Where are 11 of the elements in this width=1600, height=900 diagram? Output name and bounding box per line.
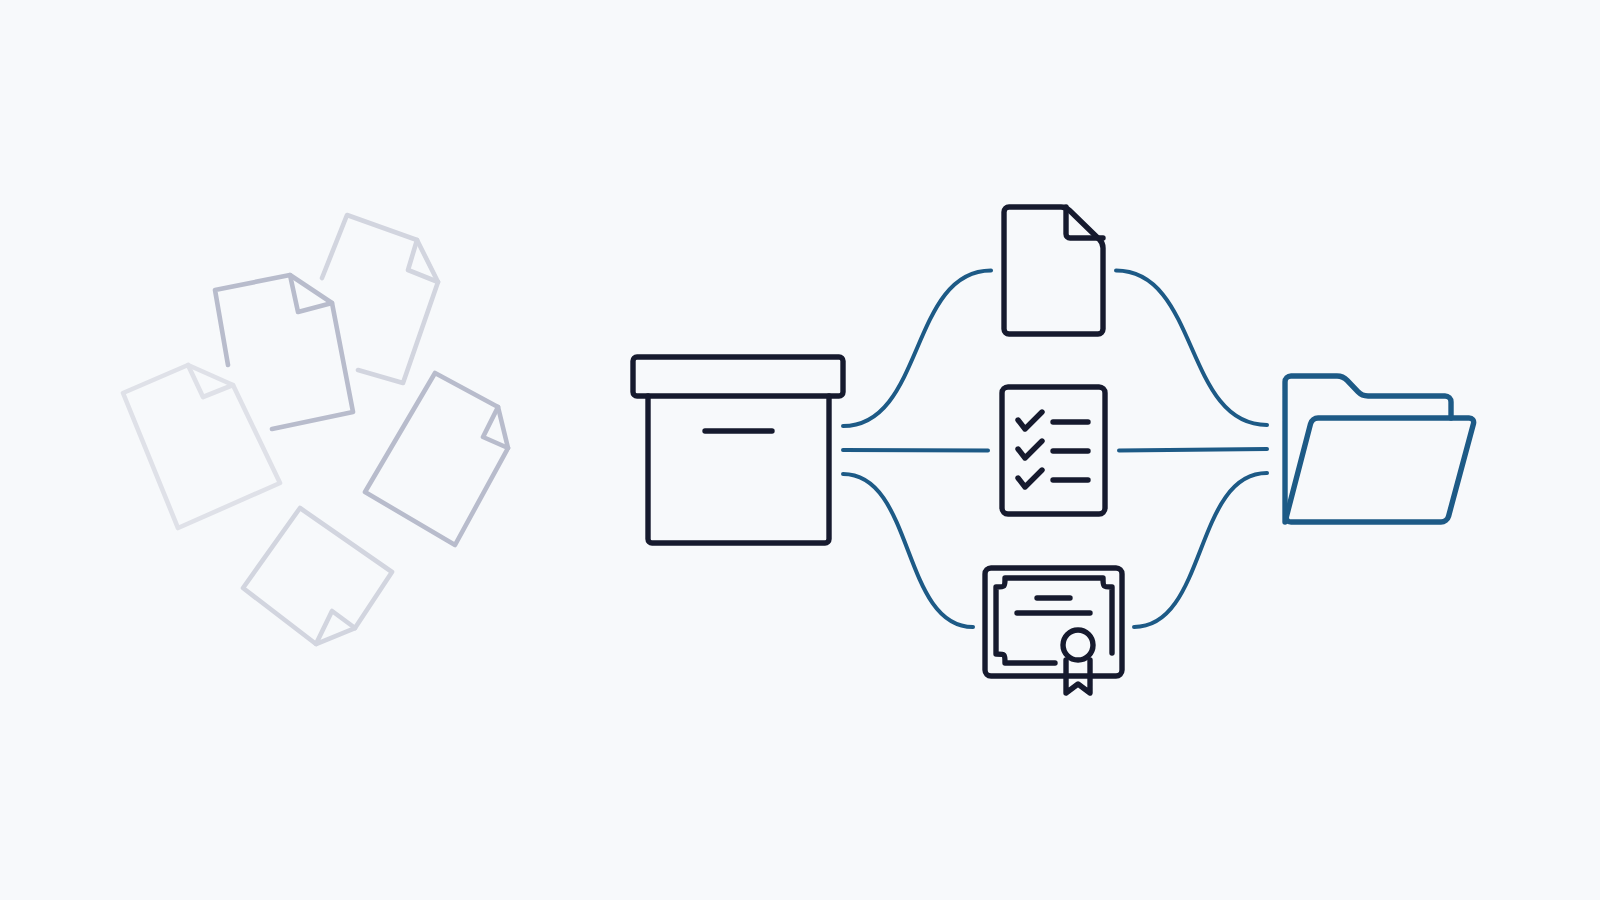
connector-line [1114,268,1269,427]
connector-line [841,472,975,629]
connector-line [841,448,990,453]
folder [1282,373,1477,525]
archive-box [630,354,846,546]
certificate [982,565,1125,696]
connector-line [841,268,993,428]
checklist [999,384,1108,517]
document [1001,204,1106,337]
connector-line [1117,447,1269,453]
connector-line [1132,471,1269,629]
